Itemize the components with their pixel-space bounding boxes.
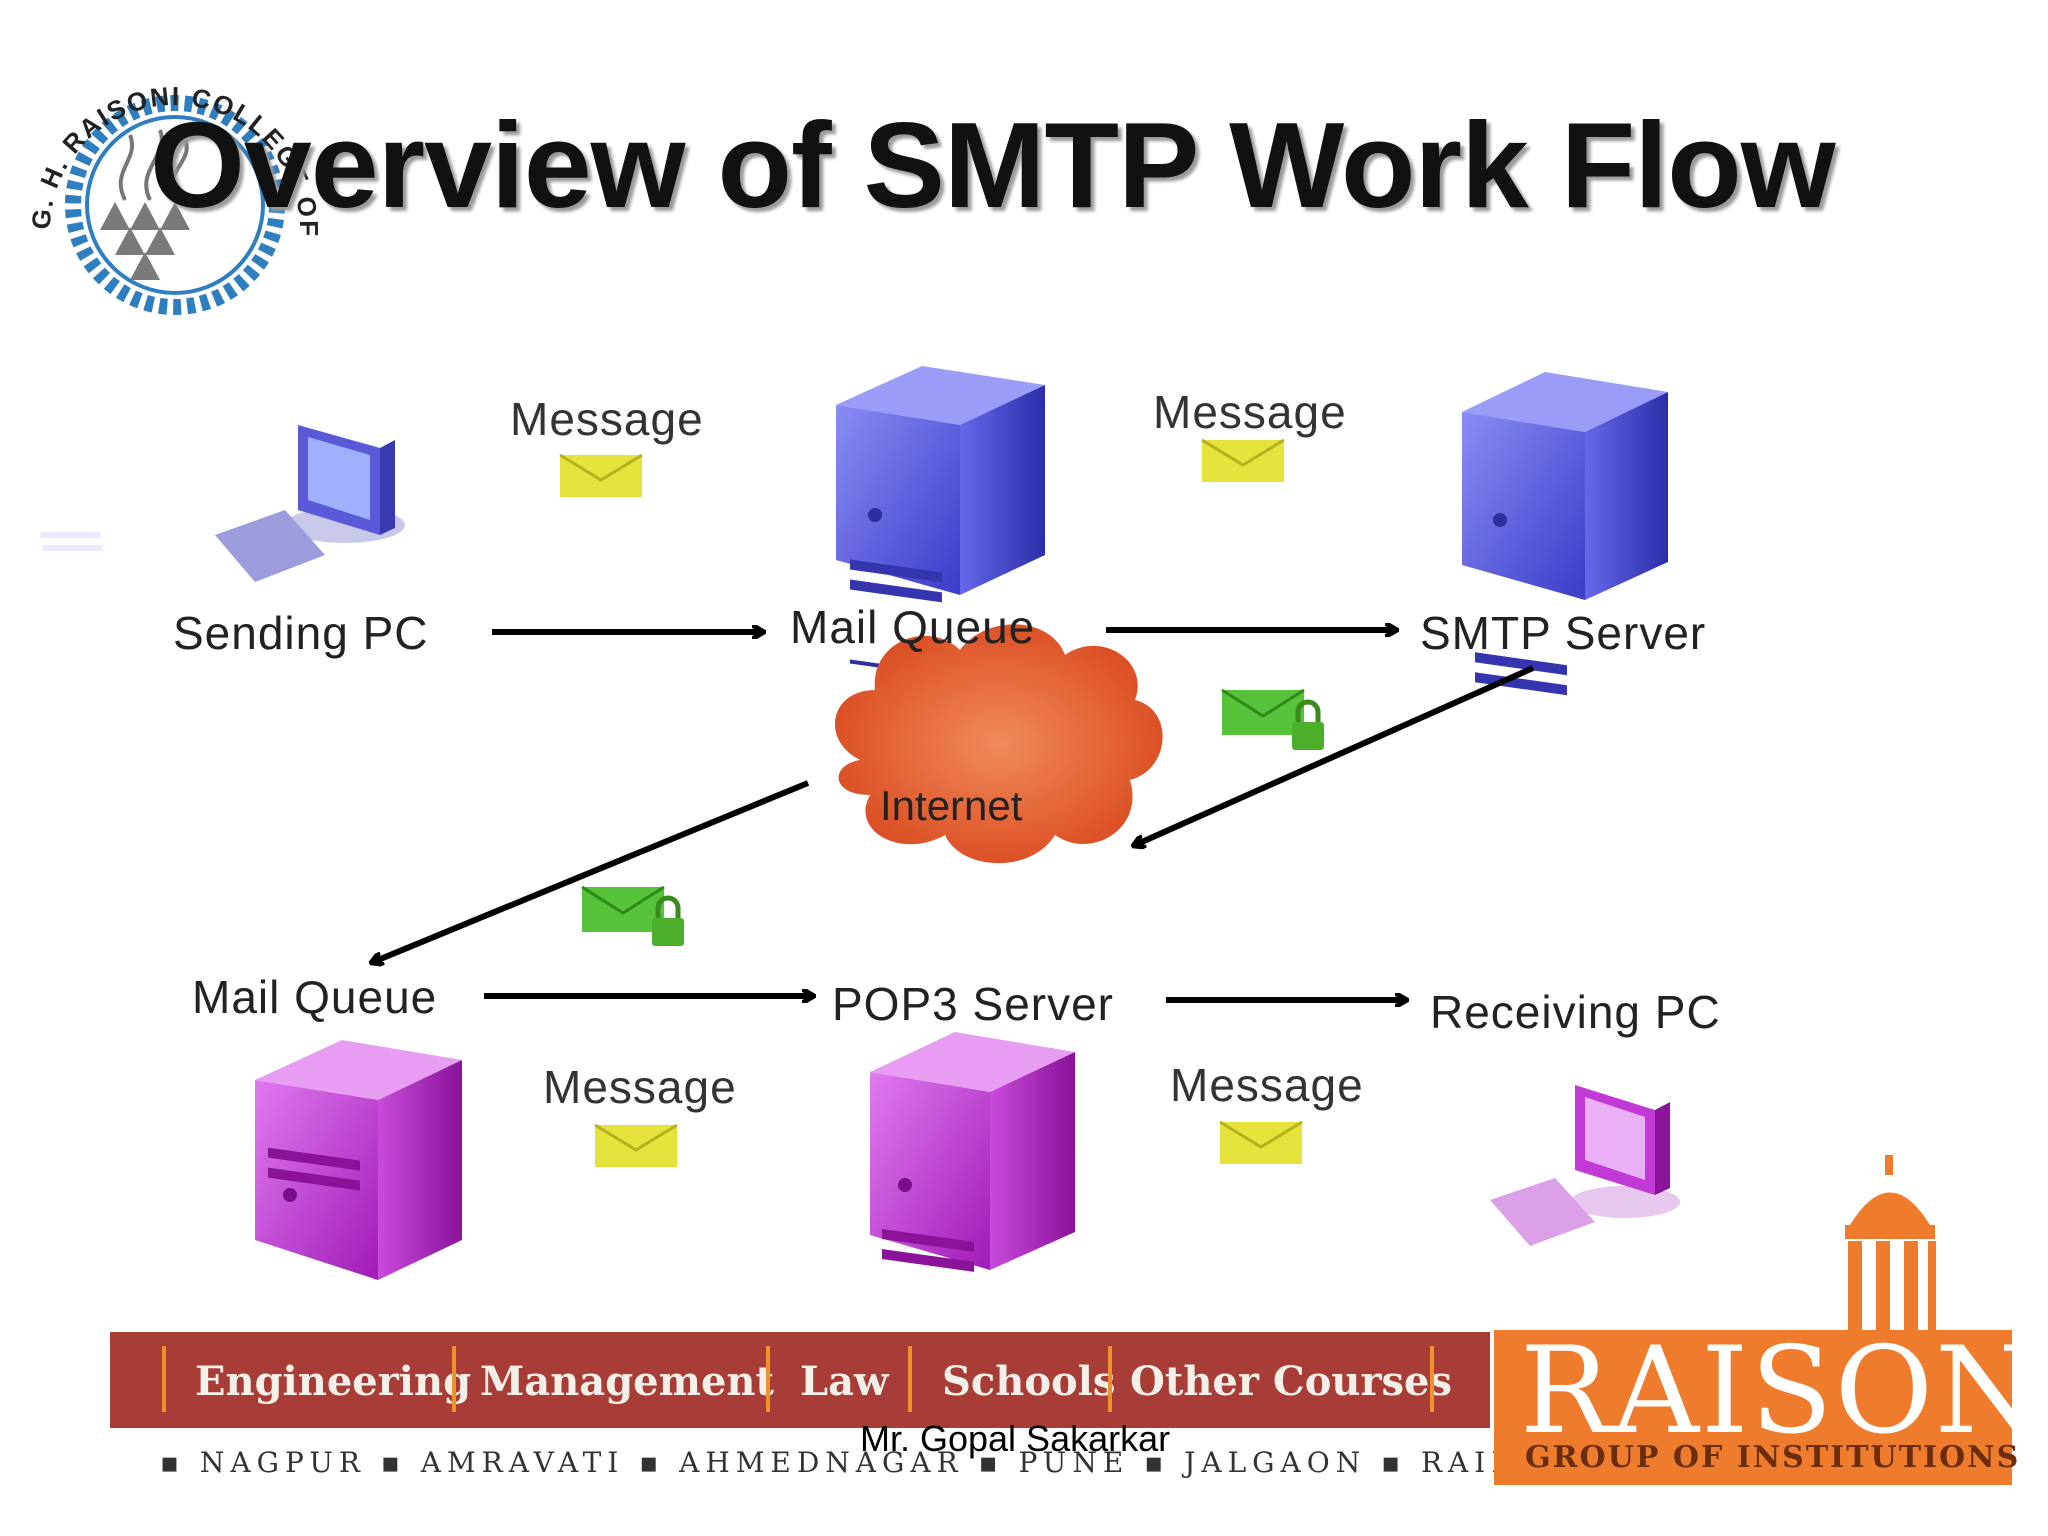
brand-name: RAISONI (1520, 1322, 2048, 1461)
message-label: Message (510, 393, 704, 445)
mail-queue-bottom-label: Mail Queue (192, 971, 438, 1023)
footer-band (110, 1332, 1490, 1428)
footer-separator (908, 1346, 912, 1412)
arrow-internet-to-queue (373, 780, 810, 962)
message-label: Message (1153, 386, 1347, 438)
internet-label: Internet (880, 782, 1023, 829)
footer-cities: ▪ NAGPUR ▪ AMRAVATI ▪ AHMEDNAGAR ▪ PUNE … (160, 1446, 1613, 1479)
mail-queue-server-icon (836, 366, 1045, 677)
footer-link-law[interactable]: Law (800, 1358, 889, 1405)
receiving-pc-icon (1490, 1085, 1680, 1246)
message-label: Message (543, 1061, 737, 1113)
envelope-icon (1201, 438, 1285, 482)
footer-link-other-courses[interactable]: Other Courses (1130, 1358, 1453, 1405)
brand-subtitle: GROUP OF INSTITUTIONS (1525, 1440, 2021, 1475)
author-credit: Mr. Gopal Sakarkar (860, 1418, 1171, 1459)
college-logo: G. H. RAISONI COLLEGE OF ENGINEERING (10, 40, 322, 315)
page-title: Overview of SMTP Work Flow (150, 97, 1836, 233)
envelope-icon (559, 453, 643, 497)
envelope-icon (1219, 1120, 1303, 1164)
pop3-server-icon (870, 1032, 1075, 1272)
footer-separator (452, 1346, 456, 1412)
arrow-smtp-to-internet (1135, 665, 1535, 845)
footer-link-management[interactable]: Management (480, 1358, 774, 1405)
footer-separator (1430, 1346, 1434, 1412)
footer-link-engineering[interactable]: Engineering (195, 1358, 472, 1405)
sending-pc-label: Sending PC (173, 607, 429, 659)
pop3-server-label: POP3 Server (832, 978, 1114, 1030)
brand-box (1494, 1330, 2012, 1485)
smtp-server-label: SMTP Server (1420, 607, 1707, 659)
mail-queue-bottom-server-icon (255, 1040, 462, 1280)
building-dome-icon (1845, 1155, 1936, 1331)
message-label: Message (1170, 1059, 1364, 1111)
receiving-pc-label: Receiving PC (1430, 986, 1721, 1038)
footer-separator (162, 1346, 166, 1412)
smtp-server-icon (1462, 372, 1668, 696)
smtp-diagram (39, 366, 1680, 1280)
sending-pc-icon (39, 425, 405, 582)
internet-cloud-icon (834, 624, 1163, 864)
envelope-icon (594, 1123, 678, 1167)
footer-separator (1108, 1346, 1112, 1412)
mail-queue-label: Mail Queue (790, 601, 1036, 653)
footer-separator (766, 1346, 770, 1412)
secure-envelope-icon (1221, 688, 1324, 750)
secure-envelope-icon (581, 885, 684, 946)
footer-link-schools[interactable]: Schools (942, 1358, 1116, 1405)
flow-arrows (373, 630, 1535, 1000)
